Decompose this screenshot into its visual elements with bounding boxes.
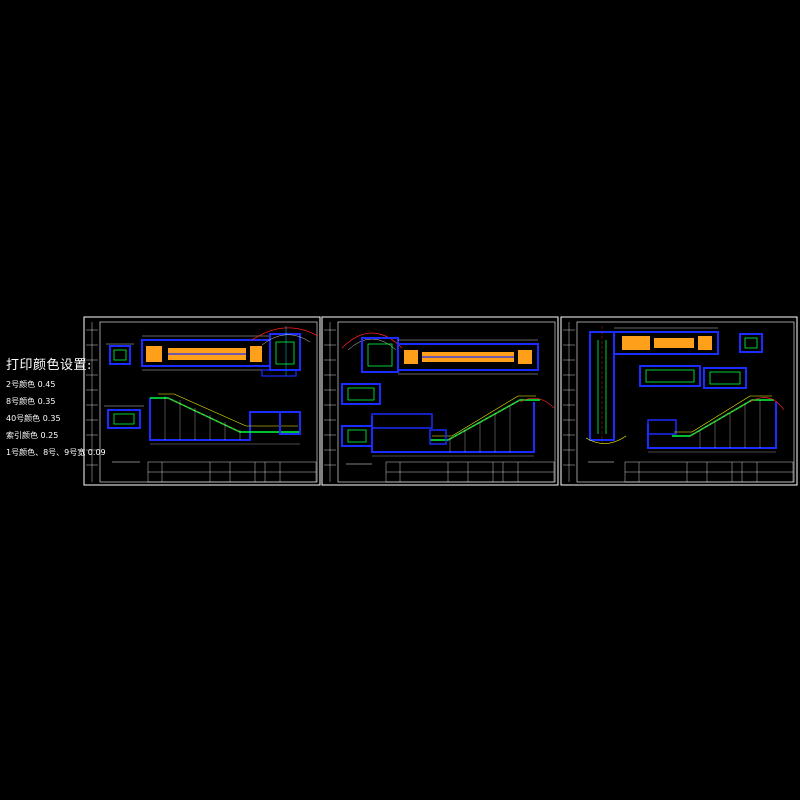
legend-line-4: 索引颜色 0.25	[6, 431, 59, 440]
drawing-sheet-3	[560, 316, 798, 486]
print-color-legend: 打印颜色设置: 2号颜色 0.45 8号颜色 0.35 40号颜色 0.35 索…	[6, 354, 106, 458]
legend-title: 打印颜色设置:	[6, 358, 92, 373]
legend-line-3: 40号颜色 0.35	[6, 414, 61, 423]
drawing-sheet-2	[321, 316, 559, 486]
legend-line-1: 2号颜色 0.45	[6, 380, 56, 389]
legend-line-5: 1号颜色、8号、9号宽 0.09	[6, 448, 106, 457]
drawing-sheet-1	[83, 316, 321, 486]
legend-line-2: 8号颜色 0.35	[6, 397, 56, 406]
